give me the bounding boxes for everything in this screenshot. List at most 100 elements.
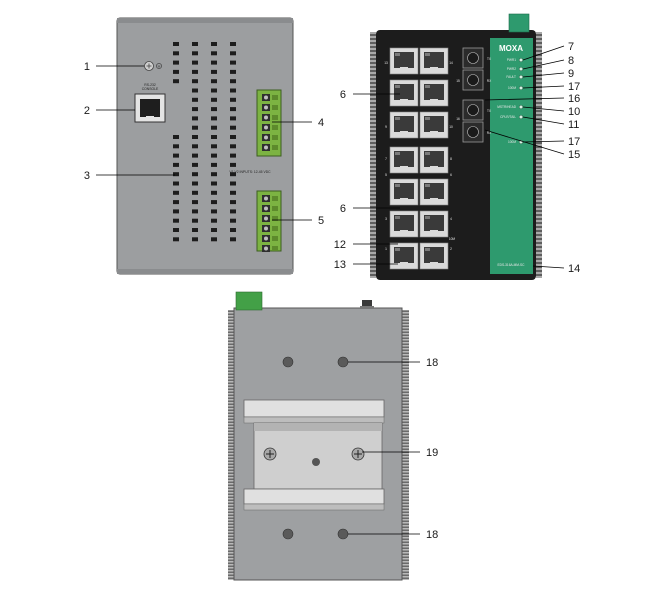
fiber-port-label: RX <box>487 131 492 135</box>
vent-slot <box>211 116 217 121</box>
callout-number: 3 <box>84 170 90 182</box>
vent-slot <box>211 97 217 102</box>
side-panel-top-edge <box>117 18 293 23</box>
port-number-label: 5 <box>385 173 387 177</box>
callout-number: 11 <box>568 119 579 131</box>
terminal-slot <box>272 216 278 221</box>
rj45-port[interactable] <box>419 210 449 238</box>
fiber-port-number: 15 <box>456 79 460 83</box>
mounting-hole <box>282 356 294 368</box>
vent-slot <box>173 162 179 167</box>
rear-left-fins <box>228 310 235 580</box>
vent-slot <box>230 181 236 186</box>
power-terminal-block[interactable] <box>256 89 282 157</box>
vent-slot <box>230 153 236 158</box>
led-indicator <box>519 104 524 109</box>
rj45-port[interactable] <box>419 178 449 206</box>
callout-line <box>484 97 565 101</box>
rj45-port-led <box>395 53 400 56</box>
vent-slot <box>192 228 198 232</box>
brand-strip <box>490 38 533 274</box>
callout-line <box>522 140 565 143</box>
sc-fiber-port[interactable]: RX <box>462 69 492 91</box>
terminal-screw-head <box>264 246 268 251</box>
rj45-port-latch <box>400 166 408 170</box>
vent-slot <box>173 237 179 242</box>
rj45-port[interactable] <box>389 47 419 75</box>
vent-slot <box>173 42 179 46</box>
vent-slot <box>173 172 179 177</box>
rj45-port[interactable] <box>389 146 419 174</box>
sc-fiber-port[interactable]: RX <box>462 121 492 143</box>
callout-number: 18 <box>426 357 438 369</box>
terminal-slot <box>272 95 278 100</box>
rj45-port[interactable] <box>419 242 449 270</box>
rj45-port-latch <box>400 67 408 71</box>
terminal-screw-head <box>264 196 268 201</box>
rear-right-fins <box>402 310 409 580</box>
rj45-port-latch <box>430 67 438 71</box>
vent-slot <box>211 209 217 214</box>
vent-slot <box>230 237 236 242</box>
rj45-port-led <box>395 184 400 187</box>
callout-line <box>484 129 565 155</box>
rj45-console-port[interactable] <box>134 93 166 123</box>
vent-slot <box>211 79 217 84</box>
rj45-port[interactable] <box>419 111 449 139</box>
vent-slot <box>173 209 179 214</box>
vent-slot <box>230 162 236 167</box>
callout-number: 17 <box>568 81 580 93</box>
terminal-screw-head <box>264 125 268 130</box>
rj45-port-latch <box>400 131 408 135</box>
rj45-port-latch <box>430 198 438 202</box>
terminal-screw-head <box>264 115 268 120</box>
relay-terminal-block[interactable] <box>256 190 282 252</box>
rj45-port[interactable] <box>389 111 419 139</box>
terminal-slot <box>272 196 278 201</box>
mounting-hole <box>337 356 349 368</box>
rj45-port[interactable] <box>389 178 419 206</box>
vent-slot <box>192 172 198 177</box>
rj45-port[interactable] <box>389 242 419 270</box>
rj45-port[interactable] <box>389 79 419 107</box>
rj45-port-latch <box>430 230 438 234</box>
rj45-port-latch <box>430 99 438 103</box>
callout-number: 17 <box>568 136 580 148</box>
vent-slot <box>211 181 217 186</box>
vent-slot <box>211 200 217 205</box>
rj45-port-led <box>395 248 400 251</box>
rj45-port[interactable] <box>419 146 449 174</box>
callout-number: 10 <box>568 106 580 118</box>
vent-slot <box>192 200 198 205</box>
callout-number: 8 <box>568 55 574 67</box>
sc-fiber-port[interactable]: TX <box>462 47 492 69</box>
vent-slot <box>230 218 236 223</box>
callout-line <box>522 85 565 89</box>
terminal-screw-head <box>264 95 268 100</box>
callout-number: 16 <box>568 93 580 105</box>
sc-fiber-port[interactable]: TX <box>462 99 492 121</box>
rj45-port[interactable] <box>419 47 449 75</box>
side-panel-bottom-edge <box>117 269 293 274</box>
vent-slot <box>173 190 179 195</box>
rj45-port[interactable] <box>389 210 419 238</box>
rj45-port-led <box>395 216 400 219</box>
sc-fiber-port-ferrule <box>467 104 479 116</box>
callout-number: 9 <box>568 68 574 80</box>
led-label: MSTR/HEAD <box>497 105 516 109</box>
vent-slot <box>173 200 179 205</box>
vent-slot <box>173 144 179 149</box>
rj45-port-led <box>395 117 400 120</box>
rear-panel-view <box>228 291 409 581</box>
vent-slot <box>211 125 217 130</box>
port-number-label: 9 <box>385 125 387 129</box>
terminal-slot <box>272 145 278 150</box>
vent-slot <box>173 51 179 56</box>
callout-number: 15 <box>568 149 580 161</box>
rj45-port[interactable] <box>419 79 449 107</box>
mounting-hole <box>282 528 294 540</box>
